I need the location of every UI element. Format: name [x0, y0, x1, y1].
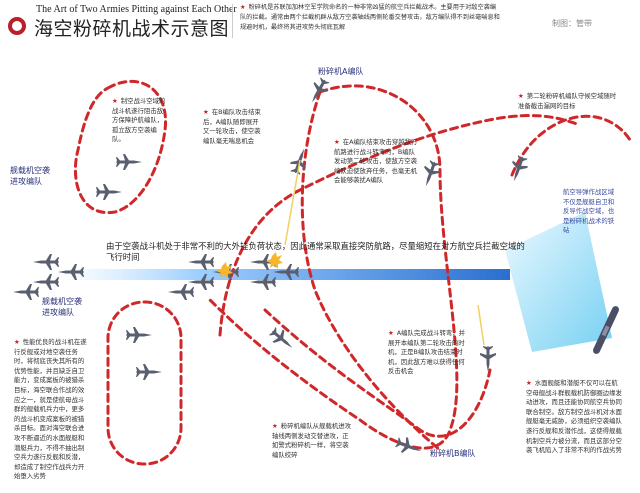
formation-a-label: 粉碎机A编队 — [318, 67, 364, 76]
carrier-strike-label-bottom: 舰载机空袭进攻编队 — [42, 297, 82, 317]
air-superiority-loop-bottom — [106, 300, 183, 466]
note-second-wave: ★第二轮粉碎机编队守候空域随时准备截击漏网的目标 — [518, 92, 617, 110]
page-title: 海空粉碎机战术示意图 — [34, 18, 230, 40]
note-fighter-disadvantage: ★性能优良的战斗机在遂行反舰或对地空袭任务时，将彻底丧失其所有的优势性能，并且缺… — [14, 338, 87, 481]
note-air-superiority: ★制空战斗空域的战斗机遂行阻击敌方保障护航编队，孤立敌方空袭编队。 — [112, 97, 166, 144]
formation-b-label: 粉碎机B编队 — [430, 449, 476, 458]
credit: 制图：管带 — [552, 19, 592, 28]
formation-b-turn-path — [263, 308, 492, 438]
center-note: 由于空袭战斗机处于非常不利的大外挂负荷状态，因此通常采取直接突防航路，尽量缩短在… — [106, 241, 525, 262]
fighter-jet-icon — [305, 75, 332, 107]
star-icon: ★ — [518, 92, 524, 100]
star-icon: ★ — [112, 97, 118, 105]
fighter-jet-icon — [126, 327, 152, 343]
fighter-jet-icon — [267, 324, 298, 354]
star-icon: ★ — [240, 4, 246, 11]
attack-axis-beam — [60, 269, 510, 280]
subtitle-en: The Art of Two Armies Pitting against Ea… — [36, 4, 237, 15]
star-icon: ★ — [526, 379, 532, 387]
missile-trail — [284, 159, 301, 246]
missile-zone-area — [505, 212, 612, 352]
note-a-turn-complete: ★A编队完成战斗转弯，并展开本编队第二轮攻击的时机，正是B编队攻击结束时机，因此… — [388, 329, 466, 376]
interceptor-jets — [267, 75, 531, 459]
divider — [232, 4, 233, 38]
missile-trail — [477, 304, 485, 346]
fighter-jet-icon — [506, 154, 531, 185]
fighter-jet-icon — [33, 274, 59, 290]
fighter-jet-icon — [96, 184, 122, 200]
formation-b-path — [218, 114, 582, 337]
second-wave-arc — [510, 114, 632, 177]
note-surface-ships: ★水面舰艇和潜艇不仅可以在航空母舰战斗群舰载机防御圈边缘发动进攻，而且还能协同航… — [526, 379, 622, 455]
fighter-jet-icon — [136, 364, 162, 380]
note-missile-zone: 航空导弹作战区域不仅是舰艇自卫和反导作战空域，也是粉碎机战术的铁砧 — [563, 188, 615, 235]
star-icon: ★ — [203, 108, 209, 116]
explosion-icon — [266, 252, 283, 269]
note-alternating-attack: ★粉碎机编队从舰载机进攻轴线两侧发动交替进攻，正如警式粉碎机一样，将空袭编队绞碎 — [272, 422, 352, 459]
formation-a-turn-path — [208, 84, 459, 450]
note-b-second-round: ★在A编队结束攻击穿越敌方航路进行战斗转弯时，B编队发动第二轮攻击，使敌方空袭编… — [334, 138, 418, 185]
air-superiority-loop-top — [73, 79, 168, 215]
star-icon: ★ — [388, 329, 394, 337]
star-icon: ★ — [334, 138, 340, 146]
fighter-jet-icon — [168, 284, 194, 300]
description: ★粉碎机是苏联加加林空军学院命名的一种非常凶猛的航空兵拦截战术。主要用于对敌空袭… — [240, 4, 500, 31]
formation-a-path — [300, 90, 442, 452]
star-icon: ★ — [14, 338, 20, 346]
fighter-jet-icon — [13, 284, 39, 300]
warship-icon — [592, 306, 620, 354]
explosion-icon — [216, 262, 233, 279]
fighter-jet-icon — [33, 254, 59, 270]
fighter-jet-icon — [116, 154, 142, 170]
carrier-strike-label-top: 舰载机空袭进攻编队 — [10, 166, 50, 186]
escort-jets — [96, 154, 162, 380]
star-icon: ★ — [272, 422, 278, 430]
fighter-jet-icon — [480, 346, 496, 372]
red-ring-icon — [8, 17, 26, 35]
note-a-follow-up: ★在B编队攻击结束后，A编队随即展开又一轮攻击，使空袭编队毫无喘息机会 — [203, 108, 261, 145]
